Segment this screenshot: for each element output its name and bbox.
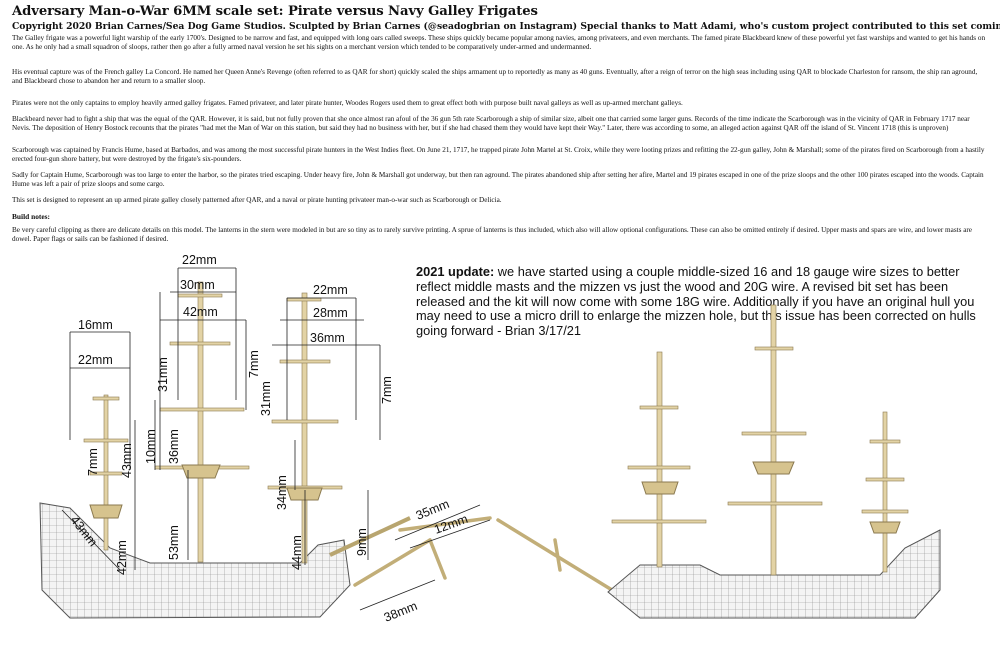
- right-fore-mast: [656, 351, 663, 568]
- build-notes-heading: Build notes:: [12, 212, 50, 221]
- paragraph-capture: His eventual capture was of the French g…: [12, 68, 978, 86]
- dim-34mm: 34mm: [275, 475, 289, 510]
- right-yards: [611, 346, 909, 524]
- dim-38mm: 38mm: [382, 599, 419, 625]
- dim-31mm-fore: 31mm: [259, 381, 273, 416]
- dim-7mm-fore: 7mm: [380, 376, 394, 404]
- build-notes-text: Be very careful clipping as there are de…: [12, 226, 972, 244]
- dim-42mm: 42mm: [183, 305, 218, 319]
- dim-31mm-main: 31mm: [156, 357, 170, 392]
- copyright-line: Copyright 2020 Brian Carnes/Sea Dog Game…: [12, 21, 1000, 32]
- left-fore-mast: [301, 292, 308, 564]
- loose-spars: [353, 516, 614, 592]
- dimension-lines: [61, 267, 491, 611]
- right-mizzen-mast: [882, 411, 888, 573]
- dim-43mm-mizzen: 43mm: [120, 443, 134, 478]
- dim-53mm: 53mm: [167, 525, 181, 560]
- update-label: 2021 update:: [416, 264, 495, 279]
- dim-22mm-main-top: 22mm: [182, 253, 217, 267]
- paragraph-rogers: Pirates were not the only captains to em…: [12, 99, 683, 107]
- dim-42mm-mizzen-lower: 42mm: [115, 540, 129, 575]
- dim-12mm: 12mm: [432, 512, 469, 537]
- dim-16mm: 16mm: [78, 318, 113, 332]
- dim-28mm: 28mm: [313, 306, 348, 320]
- dim-7mm-mizzen: 7mm: [86, 448, 100, 476]
- right-hull: [607, 529, 941, 619]
- dim-10mm: 10mm: [144, 429, 158, 464]
- left-ship: [39, 281, 411, 619]
- right-ship: [607, 304, 941, 619]
- dim-44mm: 44mm: [290, 535, 304, 570]
- dim-36mm-main-lower: 36mm: [167, 429, 181, 464]
- dim-22mm-fore-top: 22mm: [313, 283, 348, 297]
- paragraph-hume: Scarborough was captained by Francis Hum…: [12, 146, 985, 164]
- left-hull: [39, 502, 351, 619]
- paragraph-martel: Sadly for Captain Hume, Scarborough was …: [12, 171, 984, 189]
- dim-36mm: 36mm: [310, 331, 345, 345]
- paragraph-intro: The Galley frigate was a powerful light …: [12, 34, 986, 52]
- dim-7mm-main: 7mm: [247, 350, 261, 378]
- update-note: 2021 update: we have started using a cou…: [416, 264, 986, 339]
- right-main-mast: [770, 304, 777, 576]
- dim-30mm: 30mm: [180, 278, 215, 292]
- dim-22mm-mizzen: 22mm: [78, 353, 113, 367]
- paragraph-design: This set is designed to represent an up …: [12, 196, 502, 204]
- update-text: we have started using a couple middle-si…: [416, 264, 976, 339]
- left-main-mast: [197, 281, 204, 563]
- dim-9mm: 9mm: [355, 528, 369, 556]
- page-title: Adversary Man-o-War 6MM scale set: Pirat…: [12, 4, 538, 19]
- paragraph-scarborough: Blackbeard never had to fight a ship tha…: [12, 115, 970, 133]
